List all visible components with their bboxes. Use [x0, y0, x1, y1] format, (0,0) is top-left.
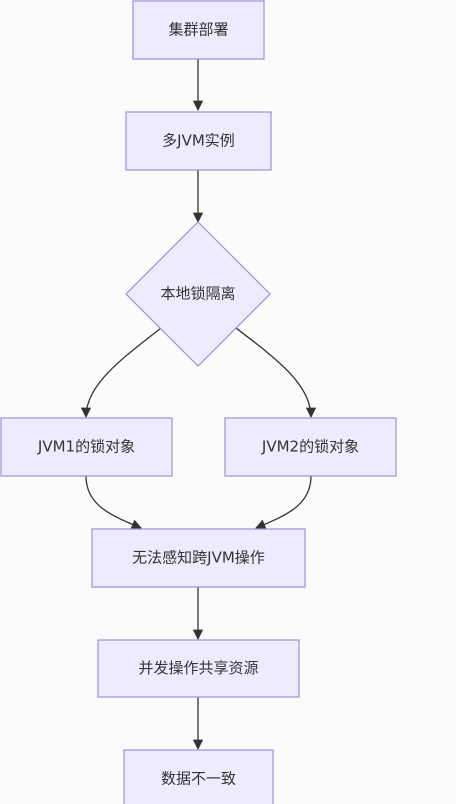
node-cluster-deploy: 集群部署 — [132, 0, 265, 60]
node-multi-jvm: 多JVM实例 — [125, 111, 272, 171]
node-jvm1-lock: JVM1的锁对象 — [0, 417, 173, 477]
node-jvm2-lock-label: JVM2的锁对象 — [261, 438, 359, 456]
node-local-lock-decision: 本地锁隔离 — [125, 221, 271, 367]
node-concurrent-op: 并发操作共享资源 — [97, 639, 300, 698]
edge-jvm1-to-nocross — [85, 475, 142, 530]
edge-jvm2-to-nocross — [255, 475, 312, 530]
node-jvm2-lock: JVM2的锁对象 — [224, 417, 397, 477]
node-no-cross-jvm-label: 无法感知跨JVM操作 — [132, 549, 265, 567]
edge-locallock-to-jvm1 — [80, 327, 162, 419]
node-concurrent-op-label: 并发操作共享资源 — [138, 659, 258, 677]
node-inconsistent-label: 数据不一致 — [161, 770, 236, 788]
node-inconsistent: 数据不一致 — [123, 749, 274, 804]
node-no-cross-jvm: 无法感知跨JVM操作 — [91, 528, 306, 588]
edge-locallock-to-jvm2 — [235, 327, 317, 419]
node-cluster-deploy-label: 集群部署 — [168, 21, 228, 39]
node-local-lock-label: 本地锁隔离 — [160, 285, 235, 303]
node-jvm1-lock-label: JVM1的锁对象 — [37, 438, 135, 456]
node-multi-jvm-label: 多JVM实例 — [162, 132, 235, 150]
